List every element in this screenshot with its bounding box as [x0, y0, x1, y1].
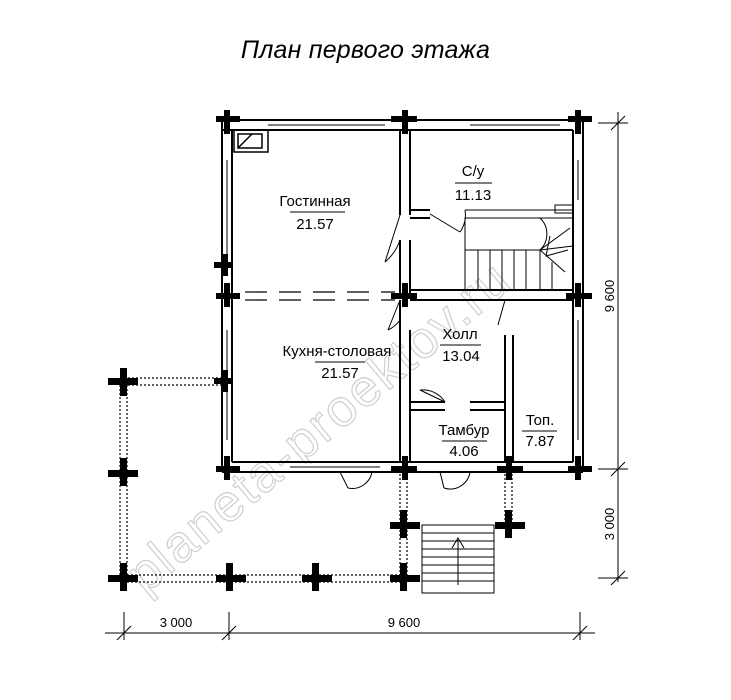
stove — [233, 129, 269, 153]
dim-bottom-right: 9 600 — [388, 615, 421, 630]
terrace-posts — [108, 368, 525, 591]
dimension-lines — [105, 112, 628, 641]
log-crosses — [214, 110, 592, 480]
dim-right-top: 9 600 — [602, 280, 617, 313]
plan-title: План первого этажа — [240, 36, 491, 64]
interior-stairs — [464, 204, 574, 291]
dim-bottom-left: 3 000 — [160, 615, 193, 630]
room-hall-name: Холл — [442, 326, 477, 343]
doors — [339, 209, 506, 490]
room-living-area: 21.57 — [296, 216, 334, 233]
dim-right-bottom: 3 000 — [602, 508, 617, 541]
room-kitchen-name: Кухня-столовая — [283, 343, 392, 360]
room-boiler-area: 7.87 — [525, 433, 554, 450]
room-boiler-name: Топ. — [526, 412, 555, 429]
room-living-name: Гостинная — [279, 193, 350, 210]
dashed-beam — [245, 291, 395, 301]
room-vestibule-area: 4.06 — [449, 443, 478, 460]
room-kitchen-area: 21.57 — [321, 365, 359, 382]
room-bath-name: С/у — [462, 163, 485, 180]
entrance-stairs — [421, 524, 495, 594]
room-bath-area: 11.13 — [455, 187, 491, 204]
room-vestibule-name: Тамбур — [439, 422, 490, 439]
room-hall-area: 13.04 — [442, 348, 480, 365]
